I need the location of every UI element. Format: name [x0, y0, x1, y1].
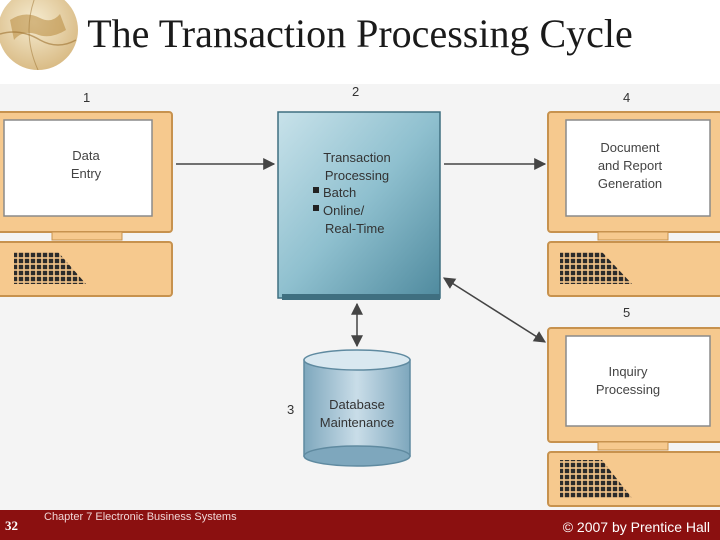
step5-label-line2: Processing	[596, 382, 660, 397]
step3-label-line1: Database	[329, 397, 385, 412]
step2-bullet-realtime: Real-Time	[325, 221, 384, 236]
globe-icon	[0, 0, 78, 70]
bullet-icon	[313, 187, 319, 193]
computer-inquiry-processing	[547, 327, 720, 507]
step2-label-line1: Transaction	[323, 150, 390, 165]
step4-label-line3: Generation	[598, 176, 662, 191]
diagram-canvas: 1 Data Entry 2 Transaction Processing Ba…	[0, 84, 720, 507]
bullet-icon	[313, 205, 319, 211]
step3-label-line2: Maintenance	[320, 415, 394, 430]
computer-report-generation	[547, 111, 720, 297]
step-number-5: 5	[623, 305, 630, 320]
copyright-text: © 2007 by Prentice Hall	[562, 519, 710, 535]
step4-label-line1: Document	[600, 140, 660, 155]
chapter-label: Chapter 7 Electronic Business Systems	[44, 511, 237, 523]
arrow-processing-inquiry	[442, 277, 547, 343]
step-number-2: 2	[352, 84, 359, 99]
tps-cycle-diagram: 1 Data Entry 2 Transaction Processing Ba…	[0, 84, 720, 510]
step-number-3: 3	[287, 402, 294, 417]
step2-bullet-batch: Batch	[323, 185, 356, 200]
database-cylinder	[303, 349, 411, 467]
step2-bullet-online: Online/	[323, 203, 365, 218]
step5-label-line1: Inquiry	[608, 364, 648, 379]
step-number-1: 1	[83, 90, 90, 105]
computer-data-entry	[0, 111, 173, 297]
step1-label-line1: Data	[72, 148, 100, 163]
step-number-4: 4	[623, 90, 630, 105]
title-bar: The Transaction Processing Cycle	[0, 0, 720, 84]
transaction-processor	[277, 111, 441, 300]
step2-label-line2: Processing	[325, 168, 389, 183]
footer-bar: 32 Chapter 7 Electronic Business Systems…	[0, 510, 720, 540]
slide-number: 32	[5, 518, 18, 533]
slide-title: The Transaction Processing Cycle	[87, 11, 633, 56]
step4-label-line2: and Report	[598, 158, 663, 173]
step1-label-line2: Entry	[71, 166, 102, 181]
